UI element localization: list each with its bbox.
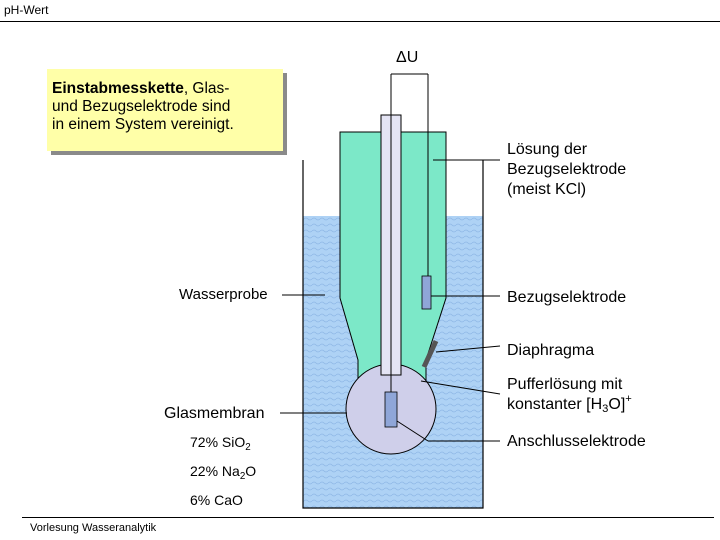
callout-connection-electrode: [396, 420, 429, 442]
label-diaphragm: Diaphragma: [507, 342, 595, 359]
footer-rule: [22, 517, 714, 518]
callout-diaphragm: [435, 345, 501, 353]
reference-electrode: [421, 275, 432, 310]
label-connection-electrode: Anschlusselektrode: [507, 433, 646, 450]
label-reference-solution-line1: Lösung der: [507, 141, 588, 158]
label-buffer: Pufferlösung mit konstanter [H3O]+: [507, 375, 632, 415]
composition-cao: 6% CaO: [190, 492, 243, 508]
label-reference-electrode: Bezugselektrode: [507, 289, 627, 306]
label-glass-membrane: Glasmembran: [164, 405, 265, 422]
header-rule: [0, 21, 720, 22]
label-buffer-line1: Pufferlösung mit: [507, 376, 623, 393]
info-text: Einstabmesskette, Glas- und Bezugselektr…: [52, 80, 234, 134]
composition-sio2: 72% SiO2: [190, 434, 251, 453]
info-line3: in einem System vereinigt.: [52, 116, 234, 133]
info-line2: und Bezugselektrode sind: [52, 98, 231, 115]
callout-buffer: [420, 380, 501, 395]
label-water-sample: Wasserprobe: [179, 286, 268, 303]
info-bold: Einstabmesskette: [52, 80, 184, 97]
label-reference-solution: Lösung der Bezugselektrode (meist KCl): [507, 140, 626, 200]
label-reference-solution-line3: (meist KCl): [507, 181, 587, 198]
label-buffer-line2: konstanter [H3O]+: [507, 393, 632, 415]
footer-text: Vorlesung Wasseranalytik: [30, 522, 157, 534]
beaker: [302, 160, 484, 509]
info-line1-rest: , Glas-: [183, 80, 230, 97]
voltage-label: ΔU: [396, 49, 419, 66]
info-box: [47, 69, 283, 151]
diaphragm: [421, 339, 439, 369]
composition-na2o: 22% Na2O: [190, 463, 257, 482]
label-reference-solution-line2: Bezugselektrode: [507, 161, 627, 178]
connection-electrode: [384, 391, 398, 428]
page-header: pH-Wert: [4, 3, 49, 17]
